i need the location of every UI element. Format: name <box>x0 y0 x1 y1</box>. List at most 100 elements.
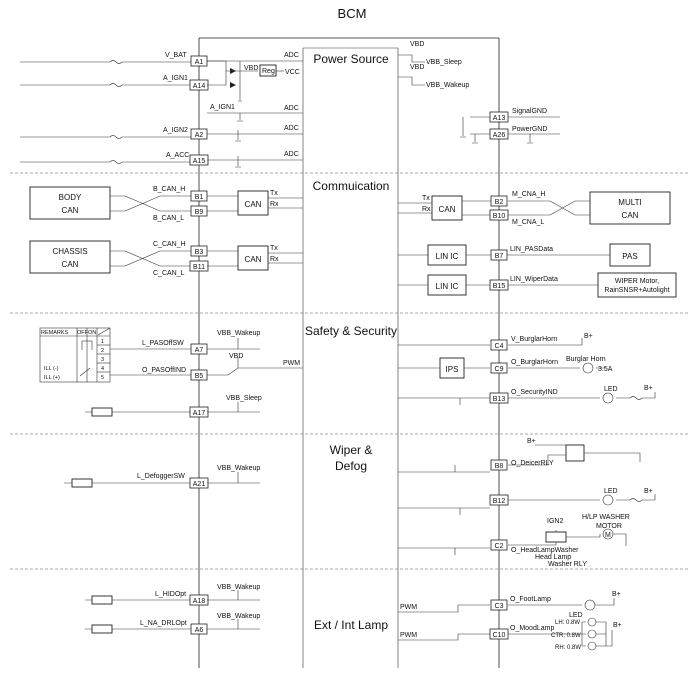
label-o-securityind: O_SecurityIND <box>511 389 558 396</box>
label-bplus-2: B+ <box>644 385 653 392</box>
svg-text:CAN: CAN <box>439 205 456 214</box>
label-v-burglarhorn: V_BurglarHorn <box>511 336 557 343</box>
label-fuse-35a: 3.5A <box>598 366 613 373</box>
can-lines-right <box>508 200 590 216</box>
svg-text:B1: B1 <box>195 194 204 201</box>
pin-a21: A21 <box>189 477 209 489</box>
lin-ic-2: LIN IC <box>398 274 490 296</box>
section-wiper-1: Wiper & <box>330 443 373 457</box>
svg-text:LIN IC: LIN IC <box>436 252 459 261</box>
pin-b7: B7 <box>490 249 508 261</box>
pin-c2: C2 <box>490 539 508 551</box>
label-led-1: LED <box>604 386 618 393</box>
pin-b11: B11 <box>189 260 209 272</box>
svg-text:CHASSIS: CHASSIS <box>52 247 87 256</box>
label-v-bat: V_BAT <box>165 52 187 59</box>
remarks-row-4: 4 <box>101 366 104 372</box>
can-lines-left <box>110 195 192 267</box>
svg-text:B8: B8 <box>495 463 504 470</box>
label-burglar-horn: Burglar Horn <box>566 356 606 363</box>
pin-c10: C10 <box>489 628 509 640</box>
label-c-can-h: C_CAN_H <box>153 241 186 248</box>
can-transceiver-2: CAN <box>207 245 303 271</box>
pin-b8: B8 <box>490 459 508 471</box>
svg-text:WIPER Motor,: WIPER Motor, <box>615 278 659 285</box>
svg-text:C3: C3 <box>495 603 504 610</box>
svg-text:B5: B5 <box>195 373 204 380</box>
safety-left-wiring <box>85 348 192 417</box>
label-m-cna-l: M_CNA_L <box>512 219 544 226</box>
label-adc-4: ADC <box>284 151 299 158</box>
pin-c4: C4 <box>490 339 508 351</box>
label-led-2: LED <box>604 488 618 495</box>
label-motor-m: M <box>605 532 611 539</box>
pin-c3: C3 <box>490 599 508 611</box>
svg-text:A17: A17 <box>193 410 206 417</box>
label-ctr: CTR: 0.8W <box>551 633 581 639</box>
pin-b3: B3 <box>190 245 208 257</box>
svg-text:C2: C2 <box>495 543 504 550</box>
label-washer-rly: Washer RLY <box>548 561 587 568</box>
body-can-box: BODY CAN <box>29 186 111 220</box>
pin-a7: A7 <box>190 343 208 355</box>
svg-text:C9: C9 <box>495 366 504 373</box>
pin-a2: A2 <box>190 128 208 140</box>
svg-text:CAN: CAN <box>245 200 262 209</box>
pin-a13: A13 <box>489 111 509 123</box>
label-vbb-wakeup-2: VBB_Wakeup <box>217 465 260 472</box>
pas-box: PAS <box>609 243 651 267</box>
can-transceiver-3: CAN <box>398 195 492 221</box>
section-communication: Commuication <box>313 179 390 193</box>
label-bplus-4: B+ <box>644 488 653 495</box>
pin-a1: A1 <box>190 55 208 67</box>
section-wiper-2: Defog <box>335 459 367 473</box>
label-adc-3: ADC <box>284 125 299 132</box>
label-head-lamp: Head Lamp <box>535 554 571 561</box>
svg-text:B13: B13 <box>493 396 506 403</box>
label-l-defoggersw: L_DefoggerSW <box>137 473 185 480</box>
svg-text:BODY: BODY <box>59 193 82 202</box>
svg-text:A26: A26 <box>493 132 506 139</box>
safety-right-wiring <box>398 338 656 405</box>
svg-text:B9: B9 <box>195 209 204 216</box>
label-l-pasoffsw: L_PASOffSW <box>142 340 184 347</box>
remarks-ill-plus: ILL (+) <box>44 375 60 381</box>
pin-a18: A18 <box>189 594 209 606</box>
remarks-row-1: 1 <box>101 339 104 345</box>
label-vbd-right-1: VBD <box>410 41 424 48</box>
label-rx-3: Rx <box>422 206 431 213</box>
label-a-acc: A_ACC <box>166 152 189 159</box>
label-o-footlamp: O_FootLamp <box>510 596 551 603</box>
svg-text:CAN: CAN <box>62 206 79 215</box>
label-reg: Reg <box>262 68 275 75</box>
svg-text:C10: C10 <box>493 632 506 639</box>
remarks-row-2: 2 <box>101 348 104 354</box>
svg-text:A6: A6 <box>195 627 204 634</box>
power-internal-wiring <box>207 60 303 168</box>
label-bplus-6: B+ <box>613 622 622 629</box>
svg-text:B2: B2 <box>495 199 504 206</box>
label-vbb-wakeup-4: VBB_Wakeup <box>217 613 260 620</box>
svg-text:A14: A14 <box>193 83 206 90</box>
label-vbb-wakeup-right: VBB_Wakeup <box>426 82 469 89</box>
label-o-headlampwasher: O_HeadLampWasher <box>511 547 579 554</box>
label-rx-1: Rx <box>270 201 279 208</box>
label-pwm-3: PWM <box>400 632 417 639</box>
pin-a6: A6 <box>190 623 208 635</box>
remarks-row-3: 3 <box>101 357 104 363</box>
label-l-hidopt: L_HIDOpt <box>155 591 186 598</box>
label-o-deicerrly: O_DeicerRLY <box>511 460 554 467</box>
svg-text:B10: B10 <box>493 213 506 220</box>
label-tx-2: Tx <box>270 245 278 252</box>
svg-text:PAS: PAS <box>622 252 637 261</box>
label-a-ign2: A_IGN2 <box>163 127 188 134</box>
label-tx-3: Tx <box>422 195 430 202</box>
label-hlp-washer-2: MOTOR <box>596 523 622 530</box>
remarks-header-remarks: REMARKS <box>41 330 69 336</box>
label-vcc: VCC <box>285 69 300 76</box>
label-vbb-wakeup-1: VBB_Wakeup <box>217 330 260 337</box>
right-gnd-wiring <box>508 116 560 144</box>
label-vbd-right-2: VBD <box>410 64 424 71</box>
pin-a26: A26 <box>489 128 509 140</box>
svg-text:CAN: CAN <box>622 211 639 220</box>
